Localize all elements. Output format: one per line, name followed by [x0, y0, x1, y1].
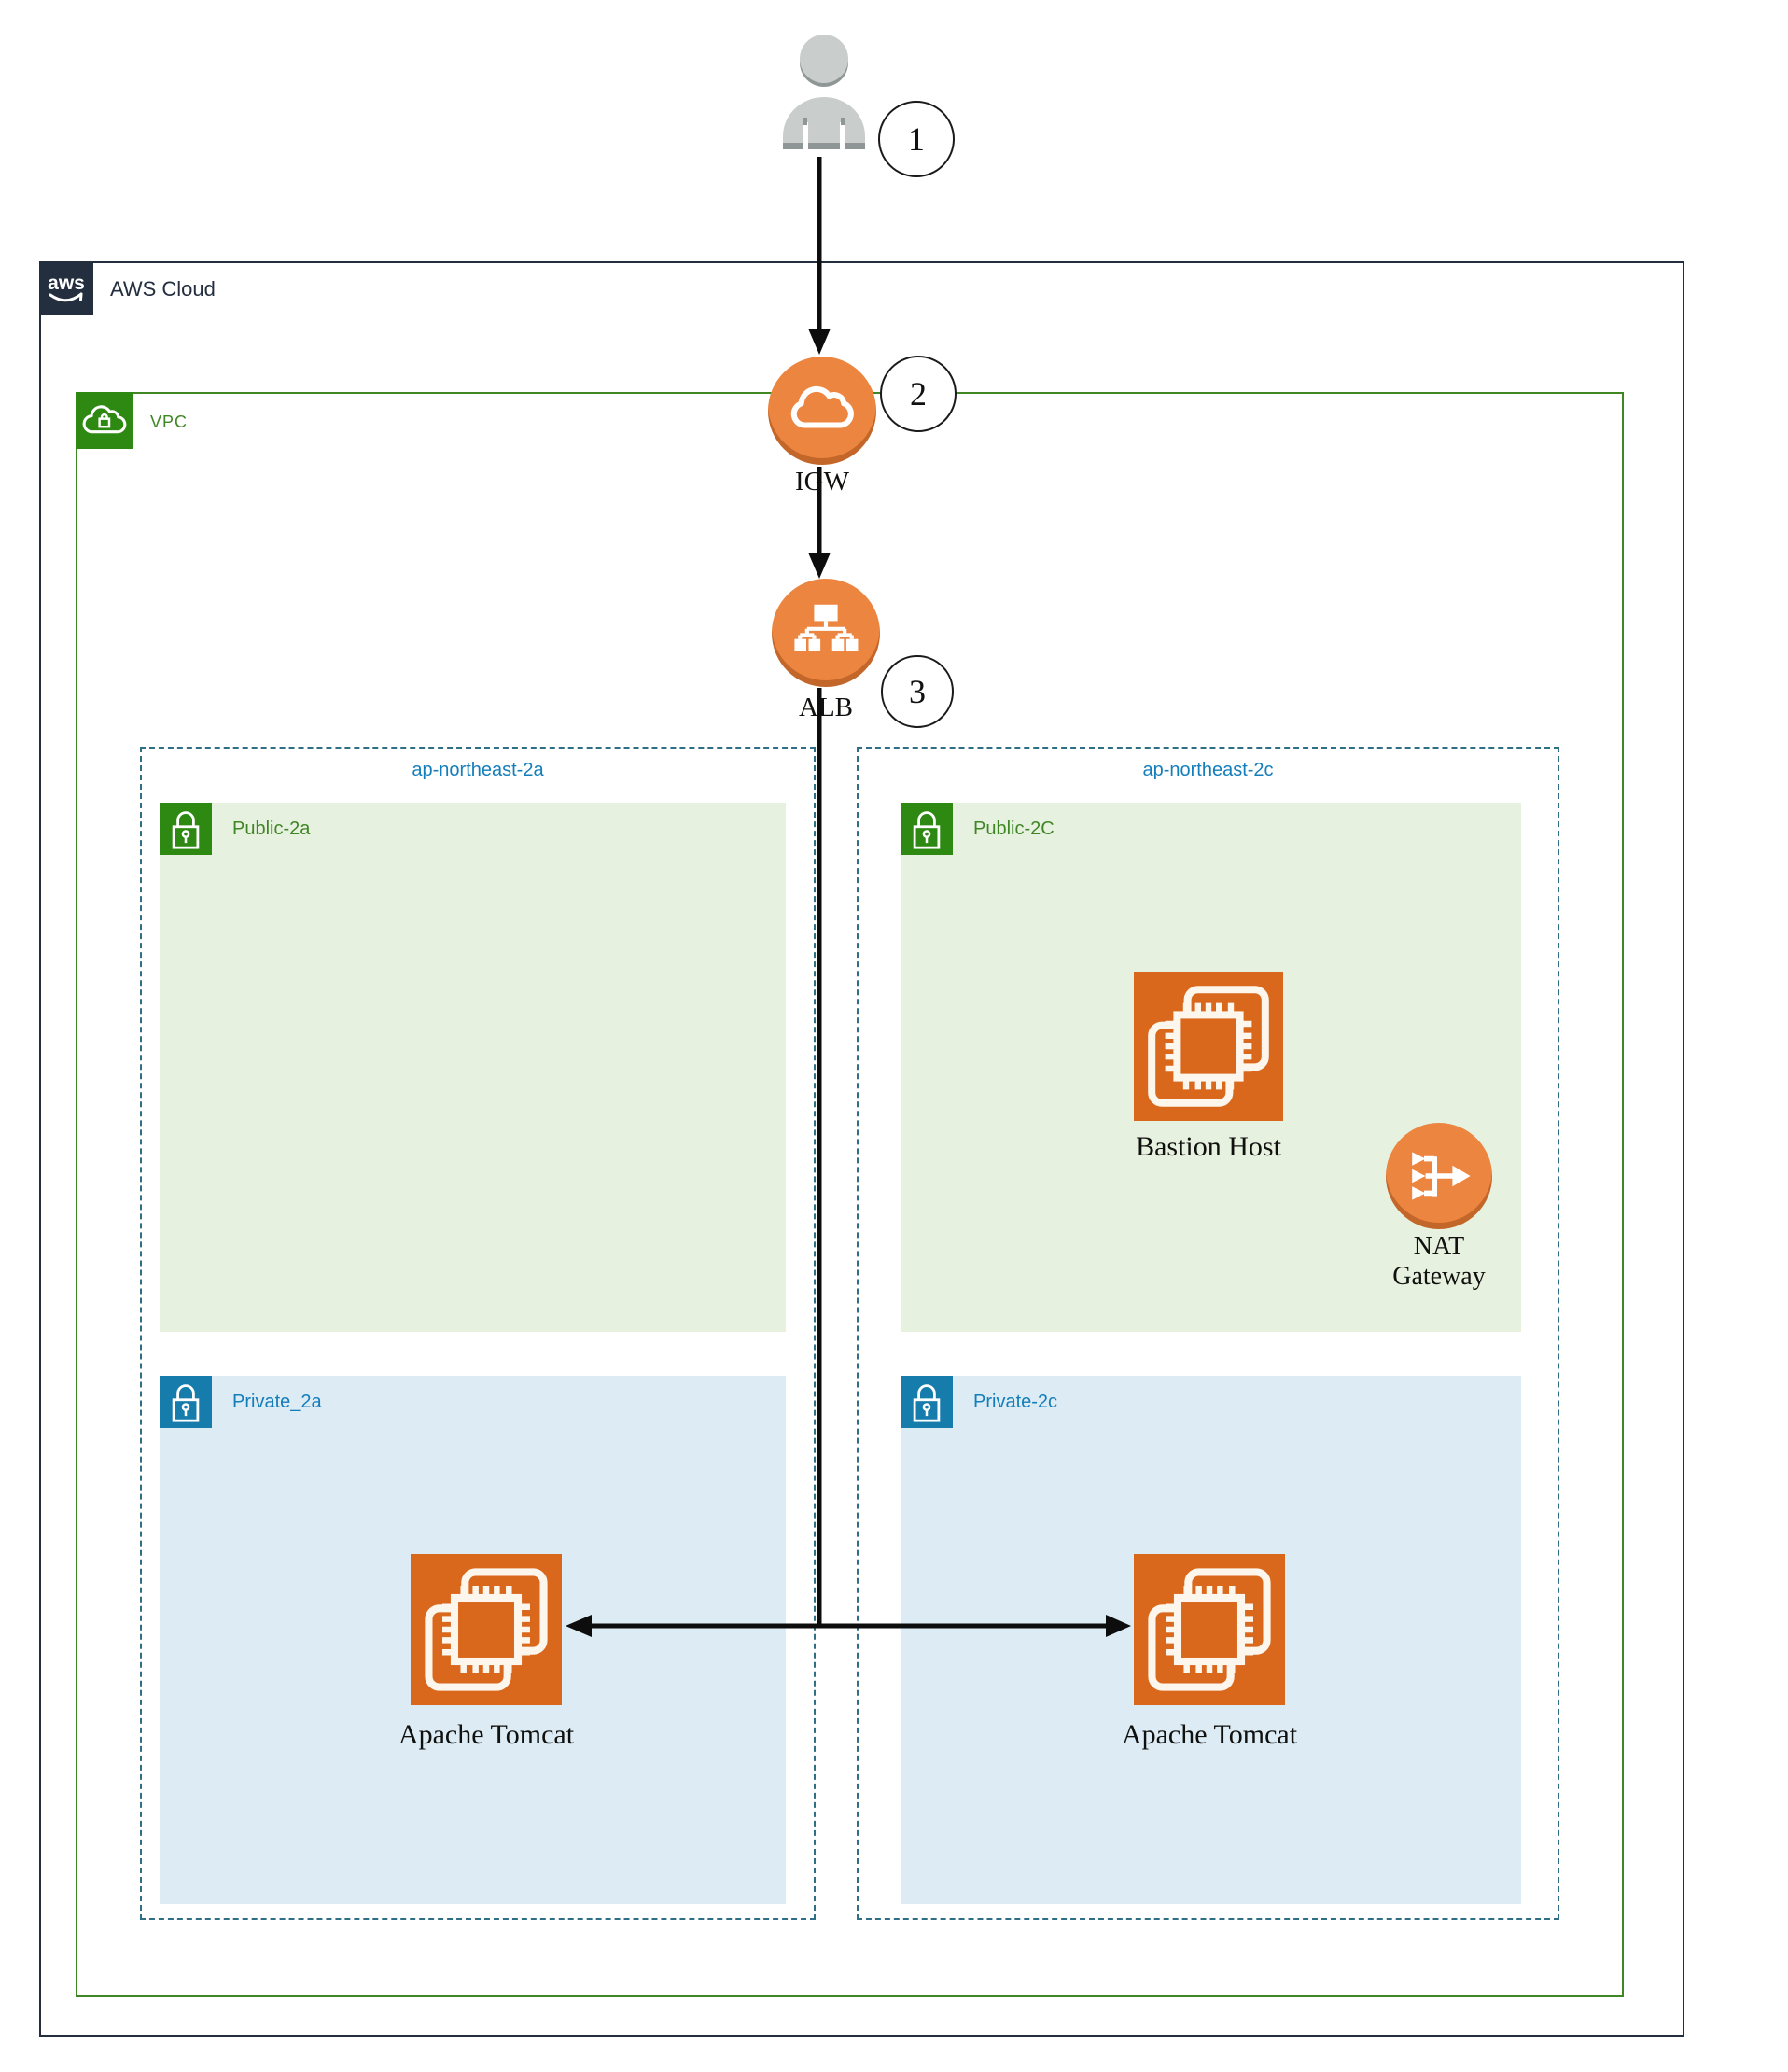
public-2c-label: Public-2C [973, 819, 1055, 839]
step-1-number: 1 [908, 120, 925, 158]
apache-tomcat-2c-label: Apache Tomcat [1121, 1719, 1298, 1750]
nat-gateway-node [1386, 1123, 1492, 1229]
private-2c-label: Private-2c [973, 1392, 1058, 1412]
bastion-host-node [1134, 972, 1283, 1121]
public-2a-label: Public-2a [232, 819, 311, 839]
availability-zone-2a: ap-northeast-2a Public-2a [140, 747, 816, 1920]
private-subnet-2a: Private_2a [160, 1376, 786, 1904]
az-2a-label: ap-northeast-2a [412, 760, 544, 780]
nat-gateway-label-line2: Gateway [1392, 1262, 1486, 1292]
aws-logo-icon: aws [39, 261, 93, 315]
step-2-badge: 2 [880, 356, 957, 432]
private-subnet-2c: Private-2c [901, 1376, 1521, 1904]
subnet-lock-icon [901, 1376, 953, 1428]
availability-zone-2c: ap-northeast-2c Public-2C [857, 747, 1559, 1920]
step-1-badge: 1 [878, 101, 955, 177]
vpc-label: VPC [150, 413, 189, 431]
internet-gateway-node [768, 357, 876, 465]
user-icon [777, 34, 871, 153]
aws-cloud-box: aws AWS Cloud VPC ap-northeast-2a [39, 261, 1684, 2037]
step-3-badge: 3 [881, 655, 954, 728]
private-2a-label: Private_2a [232, 1392, 322, 1412]
ec2-instance-icon [411, 1554, 562, 1705]
load-balancer-icon [787, 594, 865, 672]
aws-cloud-label: AWS Cloud [110, 277, 216, 301]
subnet-lock-icon [901, 803, 953, 855]
load-balancer-node [772, 579, 880, 687]
ec2-instance-icon [1134, 1554, 1285, 1705]
step-2-number: 2 [910, 375, 927, 413]
apache-tomcat-2a-label: Apache Tomcat [398, 1719, 575, 1750]
internet-gateway-icon [782, 371, 862, 451]
nat-gateway-label: NAT Gateway [1364, 1232, 1514, 1292]
nat-gateway-icon [1402, 1139, 1476, 1213]
apache-tomcat-2a-node [411, 1554, 562, 1705]
public-subnet-2c: Public-2C [901, 803, 1521, 1332]
nat-gateway-label-line1: NAT [1413, 1232, 1465, 1261]
subnet-lock-icon [160, 803, 212, 855]
vpc-cloud-lock-icon [76, 392, 133, 449]
igw-label: IGW [795, 467, 849, 497]
step-3-number: 3 [909, 673, 926, 710]
svg-text:aws: aws [48, 273, 85, 294]
vpc-box: VPC ap-northeast-2a Public-2a [76, 392, 1624, 1997]
public-subnet-2a: Public-2a [160, 803, 786, 1332]
apache-tomcat-2c-node [1134, 1554, 1285, 1705]
alb-label: ALB [799, 693, 853, 722]
az-2c-label: ap-northeast-2c [1142, 760, 1274, 780]
ec2-instance-icon [1134, 972, 1283, 1121]
subnet-lock-icon [160, 1376, 212, 1428]
bastion-host-label: Bastion Host [1136, 1131, 1281, 1162]
